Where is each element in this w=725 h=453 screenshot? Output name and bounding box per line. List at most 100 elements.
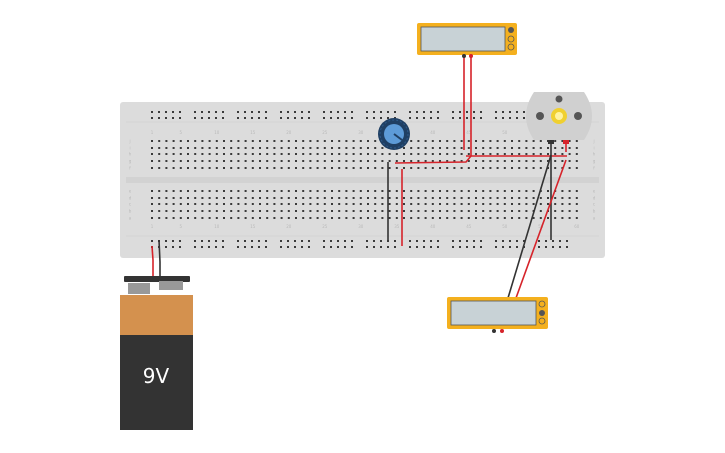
breadboard-hole[interactable] [165,111,167,113]
breadboard-hole[interactable] [460,190,463,192]
breadboard-hole[interactable] [366,246,368,248]
breadboard-hole[interactable] [345,217,348,219]
breadboard-hole[interactable] [367,147,369,149]
breadboard-hole[interactable] [503,147,506,149]
breadboard-hole[interactable] [316,140,319,142]
breadboard-hole[interactable] [352,190,355,192]
breadboard-hole[interactable] [496,217,499,219]
breadboard-hole[interactable] [431,203,434,205]
potentiometer[interactable] [378,118,410,150]
breadboard-hole[interactable] [496,147,499,149]
breadboard-hole[interactable] [208,111,210,113]
breadboard-hole[interactable] [388,197,391,199]
breadboard-hole[interactable] [172,111,174,113]
breadboard-hole[interactable] [352,210,355,212]
breadboard-hole[interactable] [417,190,420,192]
breadboard-hole[interactable] [337,111,339,113]
breadboard-hole[interactable] [309,153,312,155]
breadboard-hole[interactable] [539,160,542,162]
breadboard-hole[interactable] [151,203,153,205]
breadboard-hole[interactable] [345,140,348,142]
breadboard-hole[interactable] [308,117,310,119]
breadboard-hole[interactable] [554,197,557,199]
breadboard-hole[interactable] [244,111,246,113]
breadboard-hole[interactable] [467,160,470,162]
breadboard-hole[interactable] [431,190,434,192]
breadboard-hole[interactable] [215,203,218,205]
breadboard-hole[interactable] [431,197,434,199]
breadboard-hole[interactable] [554,160,557,162]
breadboard-hole[interactable] [302,160,305,162]
breadboard-hole[interactable] [308,240,310,242]
breadboard-hole[interactable] [430,246,432,248]
breadboard-hole[interactable] [453,197,456,199]
breadboard-hole[interactable] [381,153,384,155]
breadboard-hole[interactable] [215,246,217,248]
breadboard-hole[interactable] [453,153,456,155]
breadboard-hole[interactable] [295,217,297,219]
breadboard-hole[interactable] [496,140,499,142]
breadboard-hole[interactable] [446,167,449,169]
breadboard-hole[interactable] [194,190,197,192]
breadboard-hole[interactable] [215,197,218,199]
breadboard-hole[interactable] [302,190,305,192]
breadboard-hole[interactable] [381,147,384,149]
breadboard-hole[interactable] [230,217,233,219]
breadboard-hole[interactable] [532,167,535,169]
breadboard-hole[interactable] [437,240,439,242]
breadboard-hole[interactable] [511,190,513,192]
breadboard-hole[interactable] [179,197,182,199]
breadboard-hole[interactable] [475,140,477,142]
breadboard-hole[interactable] [309,167,312,169]
breadboard-hole[interactable] [158,217,161,219]
breadboard-hole[interactable] [223,190,225,192]
breadboard-hole[interactable] [467,217,470,219]
breadboard-hole[interactable] [331,153,333,155]
breadboard-hole[interactable] [554,217,557,219]
multimeter-top[interactable] [417,23,517,58]
breadboard-hole[interactable] [409,111,411,113]
breadboard-hole[interactable] [496,160,499,162]
breadboard-hole[interactable] [503,203,506,205]
breadboard-hole[interactable] [403,190,405,192]
breadboard-hole[interactable] [532,153,535,155]
breadboard-hole[interactable] [187,160,189,162]
breadboard-hole[interactable] [251,246,253,248]
breadboard-hole[interactable] [475,153,477,155]
breadboard-hole[interactable] [151,217,153,219]
breadboard-hole[interactable] [561,197,564,199]
breadboard-hole[interactable] [509,111,511,113]
breadboard-hole[interactable] [187,217,189,219]
breadboard-hole[interactable] [237,197,240,199]
breadboard-hole[interactable] [525,210,528,212]
breadboard-hole[interactable] [151,111,153,113]
breadboard-hole[interactable] [215,167,218,169]
breadboard-hole[interactable] [460,140,463,142]
breadboard-hole[interactable] [416,240,418,242]
breadboard-hole[interactable] [259,167,261,169]
breadboard-hole[interactable] [381,217,384,219]
breadboard-hole[interactable] [439,197,441,199]
breadboard-hole[interactable] [165,217,168,219]
breadboard-hole[interactable] [223,140,225,142]
breadboard-hole[interactable] [323,190,326,192]
breadboard-hole[interactable] [323,140,326,142]
breadboard-hole[interactable] [194,203,197,205]
breadboard-hole[interactable] [367,140,369,142]
breadboard-hole[interactable] [158,203,161,205]
breadboard-hole[interactable] [208,140,211,142]
breadboard-hole[interactable] [416,111,418,113]
breadboard-hole[interactable] [403,203,405,205]
breadboard-hole[interactable] [453,217,456,219]
breadboard-hole[interactable] [480,240,482,242]
breadboard-hole[interactable] [259,210,261,212]
breadboard-hole[interactable] [151,190,153,192]
breadboard-hole[interactable] [475,210,477,212]
breadboard-hole[interactable] [302,140,305,142]
breadboard-hole[interactable] [381,210,384,212]
breadboard-hole[interactable] [373,246,375,248]
breadboard-hole[interactable] [554,147,557,149]
breadboard-hole[interactable] [223,203,225,205]
breadboard-hole[interactable] [351,111,353,113]
breadboard-hole[interactable] [424,140,427,142]
